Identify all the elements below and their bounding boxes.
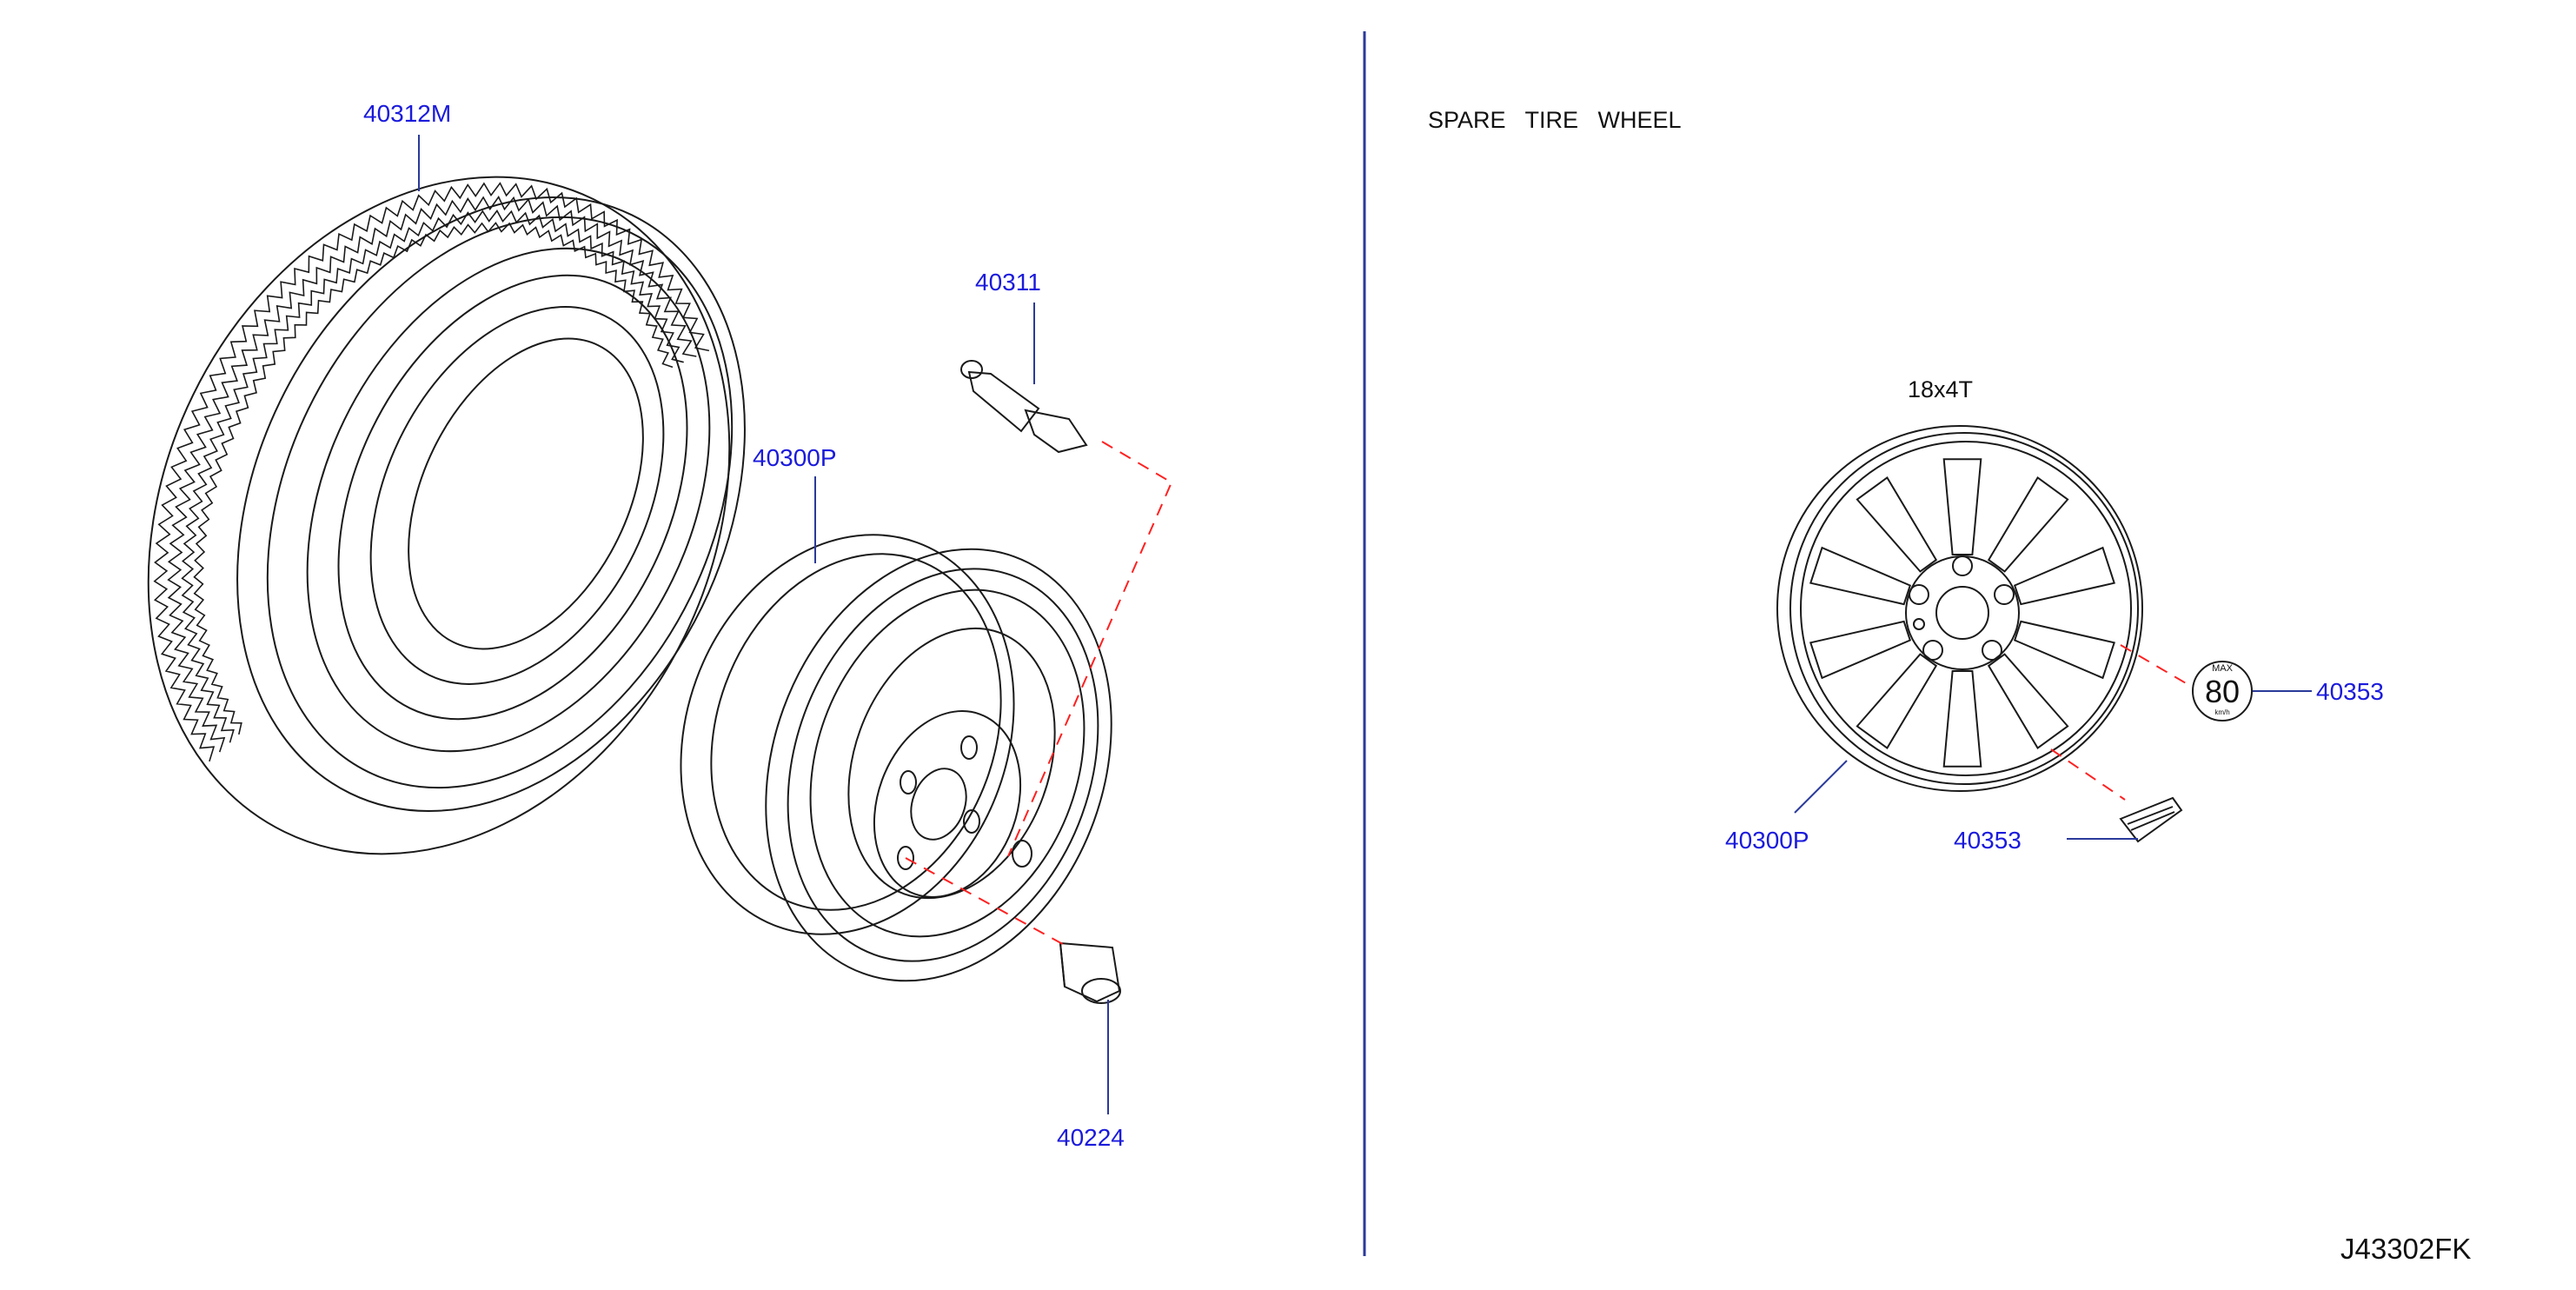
- lug-hole: [1952, 555, 1973, 576]
- badge-top-text: MAX: [2212, 663, 2234, 674]
- drawing-id: J43302FK: [2340, 1233, 2471, 1265]
- lug-nut-illustration: [1059, 941, 1121, 1004]
- lug-hole: [963, 809, 980, 834]
- speed-label-badge: MAX 80 km/h: [2192, 661, 2253, 721]
- guide-line-badge: [2120, 644, 2193, 688]
- guide-line-valve: [1007, 441, 1173, 857]
- wheel-spoke: [2013, 546, 2115, 606]
- valve-stem-illustration: [960, 360, 1088, 454]
- wheel-spoke: [1809, 620, 1912, 680]
- tire-illustration: [147, 176, 746, 855]
- lug-hole: [900, 770, 917, 795]
- wheel-spoke: [1856, 476, 1938, 573]
- steel-wheel-illustration: [680, 534, 1112, 982]
- callout-label-strip: 40353: [1954, 827, 2022, 854]
- lug-hole: [897, 846, 914, 870]
- guide-line-strip: [2050, 748, 2126, 801]
- valve-hole: [1012, 840, 1032, 868]
- wheel-spoke: [1987, 653, 2069, 749]
- lug-hole: [1922, 640, 1943, 661]
- callout-steel-wheel: 40300P: [753, 444, 837, 471]
- badge-unit-text: km/h: [2214, 708, 2229, 716]
- badge-value-text: 80: [2205, 674, 2240, 709]
- label-strip-illustration: [2119, 796, 2183, 843]
- callout-nut: 40224: [1057, 1124, 1125, 1151]
- wheel-size-label: 18x4T: [1908, 376, 1973, 402]
- lug-hole: [1982, 640, 2002, 661]
- callout-valve: 40311: [975, 269, 1041, 296]
- wheel-spoke: [2013, 620, 2115, 680]
- wheel-spoke: [1942, 670, 1982, 768]
- alloy-wheel-illustration: [1776, 425, 2143, 792]
- wheel-spoke: [1942, 458, 1982, 555]
- guide-line-nut: [905, 857, 1070, 948]
- callout-alloy-wheel: 40300P: [1725, 827, 1809, 854]
- callout-label-round: 40353: [2316, 678, 2384, 705]
- section-title: SPARE TIRE WHEEL: [1428, 107, 1682, 133]
- lug-hole: [1994, 584, 2015, 605]
- lug-hole: [960, 735, 978, 760]
- callout-tire: 40312M: [363, 100, 451, 127]
- wheel-spoke: [1809, 546, 1912, 606]
- wheel-spoke: [1856, 653, 1938, 749]
- lug-hole: [1909, 584, 1929, 605]
- leader-alloy-wheel: [1794, 760, 1848, 814]
- wheel-spoke: [1987, 476, 2069, 573]
